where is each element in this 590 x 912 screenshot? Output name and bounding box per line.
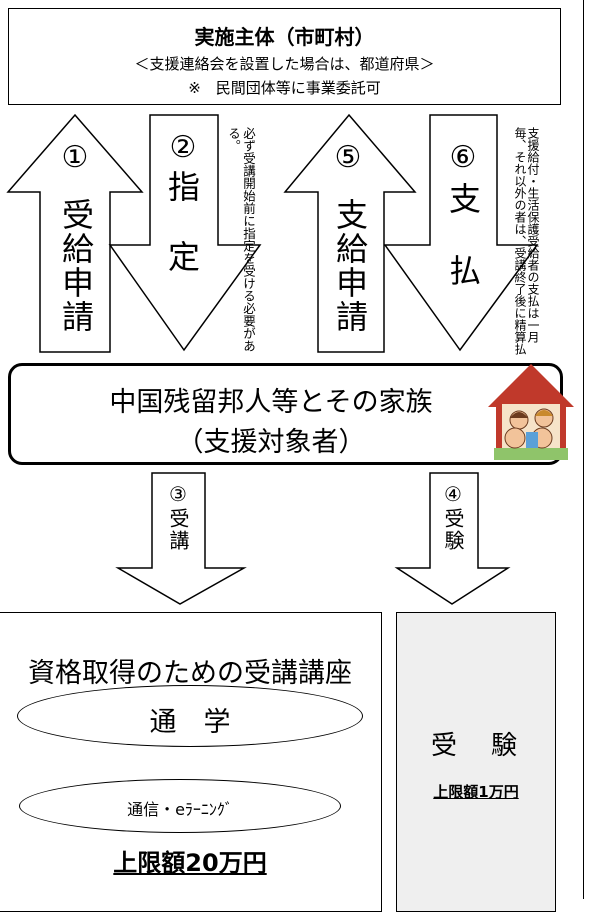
correspondence-label: 通信・eﾗｰﾆﾝｸﾞ [127, 800, 233, 819]
right-edge-border [583, 0, 590, 899]
beneficiary-title: 中国残留邦人等とその家族 [109, 387, 433, 418]
arrow-down-payment [383, 114, 539, 352]
arrow5-number: ⑤ [334, 140, 362, 175]
arrow-down-attend [115, 472, 247, 605]
arrow4-label: 受験 [441, 508, 465, 552]
arrow-up-payment-application [283, 113, 417, 353]
outsourcing-note: ※ 民間団体等に事業委託可 [188, 79, 381, 97]
arrow-up-application [6, 113, 144, 353]
correspondence-oval: 通信・eﾗｰﾆﾝｸﾞ [19, 779, 341, 833]
arrow3-number: ③ [169, 482, 187, 506]
family-house-illustration [488, 364, 574, 460]
course-title: 資格取得のための受講講座 [28, 658, 352, 689]
arrow6-label: 支払 [444, 182, 482, 326]
exam-title: 受 験 [430, 731, 521, 761]
exam-limit: 上限額1万円 [433, 783, 519, 801]
implementing-body-title: 実施主体（市町村） [194, 25, 375, 49]
implementing-body-box: 実施主体（市町村） ＜支援連絡会を設置した場合は、都道府県＞ ※ 民間団体等に事… [8, 8, 561, 105]
arrow1-label: 受給申請 [57, 198, 95, 334]
arrow5-label: 支給申請 [331, 198, 369, 334]
exam-box: 受 験 上限額1万円 [396, 612, 556, 912]
course-limit: 上限額20万円 [113, 849, 267, 877]
payment-note: 支援給付・生活保護受給者の支払は一月毎、それ以外の者は、受講終了後に精算払 [513, 127, 540, 355]
beneficiary-box: 中国残留邦人等とその家族 （支援対象者） [8, 363, 563, 465]
arrow4-number: ④ [444, 482, 462, 506]
arrow6-number: ⑥ [449, 140, 477, 175]
arrow-down-exam [394, 472, 511, 605]
designation-note: 必ず受講開始前に指定を受ける必要がある。 [226, 127, 256, 352]
arrow3-label: 受講 [166, 508, 190, 552]
arrow1-number: ① [61, 140, 89, 175]
arrow-down-designation [108, 114, 262, 352]
commute-label: 通 学 [149, 707, 231, 738]
prefecture-note: ＜支援連絡会を設置した場合は、都道府県＞ [134, 55, 435, 73]
course-box: 資格取得のための受講講座 通 学 通信・eﾗｰﾆﾝｸﾞ 上限額20万円 [0, 612, 382, 912]
arrow2-number: ② [169, 130, 197, 165]
commute-oval: 通 学 [17, 685, 363, 747]
arrow2-label: 指定 [163, 170, 201, 310]
beneficiary-subtitle: （支援対象者） [176, 427, 366, 458]
